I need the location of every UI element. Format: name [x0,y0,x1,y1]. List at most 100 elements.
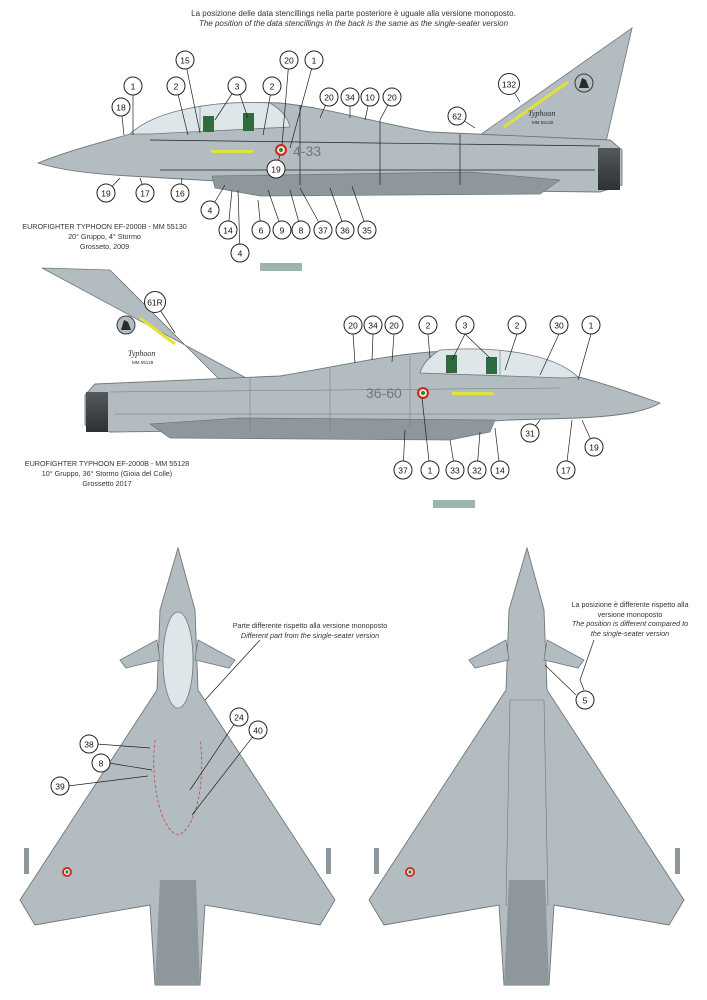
callout-bubble [455,315,475,335]
callout-number: 39 [55,782,65,792]
callout-bubble [170,183,190,203]
top-view-note-english: Different part from the single-seater ve… [240,630,380,640]
top-view-note: Parte differente rispetto alla versione … [210,621,410,640]
callout-c2-1b: 1 [420,460,440,480]
callout-bubble [229,707,249,727]
callout-number: 14 [223,226,233,236]
callout-bubble [556,460,576,480]
aircraft2-leader-lines [154,301,595,471]
callout-number: 19 [101,189,111,199]
bottom-view-note-italian-2: versione monoposto [597,609,663,619]
aircraft2-side-profile: 36-60 Typhoon MM 55128 [41,267,662,441]
callout-number: 37 [398,466,408,476]
callout-bubble [272,220,292,240]
aircraft1-code: 4-33 [293,143,321,159]
callout-c1-37: 37 [313,220,333,240]
callout-bubble [248,720,268,740]
callout-c2-19: 19 [584,437,604,457]
top-view-leader-lines [67,639,261,816]
bottom-view-planform [368,546,685,986]
callout-c1-14: 14 [218,220,238,240]
callout-bubble [445,460,465,480]
callout-c1-2a: 2 [166,76,186,96]
callout-number: 2 [174,82,179,92]
callout-bubble [304,50,324,70]
callout-c1-8: 8 [291,220,311,240]
callout-c2-37: 37 [393,460,413,480]
callout-bubble [227,76,247,96]
callout-number: 61R [147,298,163,308]
callout-bubble [79,734,99,754]
top-view-planform [19,546,336,986]
aircraft2-caption-line1: EUROFIGHTER TYPHOON EF-2000B - MM 55128 [24,459,190,468]
callout-number: 20 [387,93,397,103]
callout-number: 2 [515,321,520,331]
callout-c1-10: 10 [360,87,380,107]
callout-c2-33: 33 [445,460,465,480]
callout-t-24: 24 [229,707,249,727]
callout-bubble [384,315,404,335]
callout-number: 8 [299,226,304,236]
callout-bubble [200,200,220,220]
callout-c2-31: 31 [520,423,540,443]
callout-number: 20 [389,321,399,331]
callout-bubble [507,315,527,335]
bottom-view-note-english-2: the single-seater version [590,628,670,638]
callout-number: 37 [318,226,328,236]
callout-number: 62 [452,112,462,122]
callout-number: 15 [180,56,190,66]
callout-bubble [319,87,339,107]
callout-number: 34 [368,321,378,331]
aircraft2-caption-line3: Grossetto 2017 [82,479,132,488]
aircraft2-caption-line2: 10° Gruppo, 36° Stormo (Gioia del Colle) [41,469,173,478]
aircraft1-fin-serial: MM 55130 [532,120,554,125]
callout-bubble [291,220,311,240]
callout-c1-3: 3 [227,76,247,96]
callout-bubble [50,776,70,796]
callout-bubble [262,76,282,96]
callout-number: 2 [270,82,275,92]
callout-c1-4b: 4 [230,243,250,263]
callout-number: 1 [312,56,317,66]
callout-c2-34: 34 [363,315,383,335]
callout-c2-14: 14 [490,460,510,480]
callout-number: 17 [140,189,150,199]
callout-bubble [418,315,438,335]
bottom-view-note-english-1: The position is different compared to [571,619,689,628]
callout-bubble [343,315,363,335]
callout-number: 19 [589,443,599,453]
callout-bubble [382,87,402,107]
aircraft1-caption-line3: Grosseto, 2009 [79,242,130,251]
aircraft1-caption-line1: EUROFIGHTER TYPHOON EF-2000B - MM 55130 [22,222,187,231]
callout-number: 17 [561,466,571,476]
aircraft2-code: 36-60 [366,385,402,401]
callout-bubble [166,76,186,96]
callout-c1-36: 36 [335,220,355,240]
callout-number: 16 [175,189,185,199]
callout-c1-19b: 19 [266,159,286,179]
callout-bubble [266,159,286,179]
callout-bubble [251,220,271,240]
callout-bubble [111,97,131,117]
callout-c2-17: 17 [556,460,576,480]
callout-number: 1 [428,466,433,476]
aircraft2-caption: EUROFIGHTER TYPHOON EF-2000B - MM 55128 … [2,459,212,489]
header-note-italian: La posizione delle data stencillings nel… [191,9,516,18]
callout-c2-61r: 61R [144,291,166,313]
callout-bubble [144,291,166,313]
callout-c1-1a: 1 [123,76,143,96]
callout-number: 20 [324,93,334,103]
callout-t-39: 39 [50,776,70,796]
callout-number: 1 [131,82,136,92]
bottom-view-note: La posizione è differente rispetto alla … [555,600,705,638]
callout-number: 38 [84,740,94,750]
callout-c1-20c: 20 [382,87,402,107]
callout-number: 10 [365,93,375,103]
callout-c2-3: 3 [455,315,475,335]
callout-bubble [549,315,569,335]
callout-bubble [96,183,116,203]
callout-number: 6 [259,226,264,236]
callout-bubble [575,690,595,710]
callout-c1-15: 15 [175,50,195,70]
